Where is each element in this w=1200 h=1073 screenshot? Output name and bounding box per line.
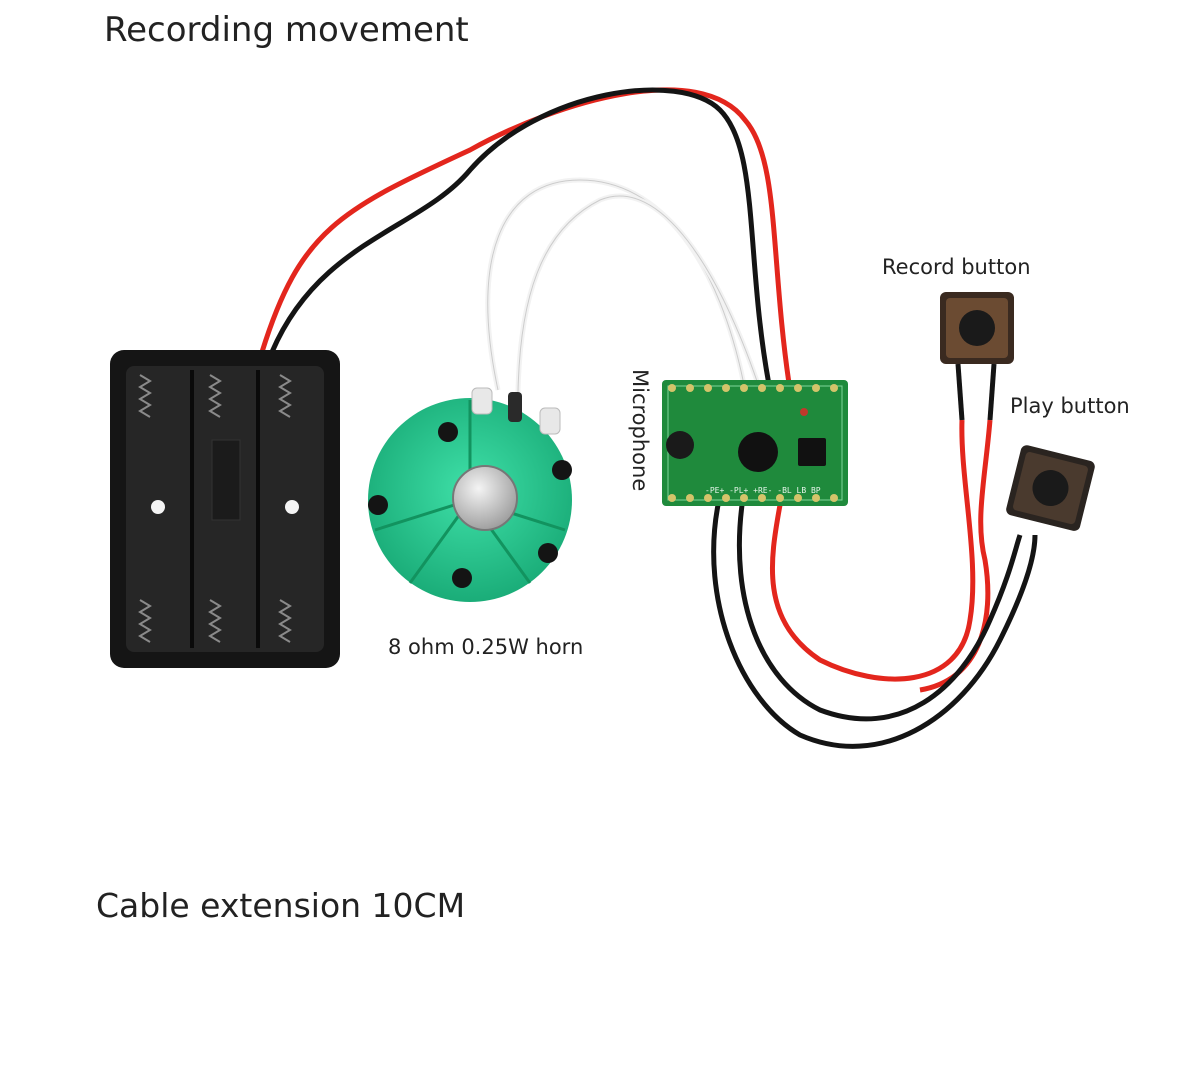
record-button-component [940, 292, 1014, 421]
title-cable-extension: Cable extension 10CM [96, 886, 466, 925]
battery-holder [110, 350, 340, 668]
chip-blob [738, 432, 778, 472]
speaker-horn [368, 387, 572, 602]
title-recording-movement: Recording movement [104, 10, 469, 50]
label-horn: 8 ohm 0.25W horn [388, 635, 584, 659]
speaker-wires [485, 177, 763, 393]
battery-wires [259, 87, 793, 391]
pcb-silkscreen: -PE+ -PL+ +RE- -BL LB BP [705, 486, 821, 495]
play-button-component [1006, 445, 1095, 531]
pcb-board: -PE+ -PL+ +RE- -BL LB BP [662, 380, 848, 506]
label-microphone: Microphone [628, 369, 652, 492]
label-play-button: Play button [1010, 394, 1130, 418]
microphone-component [666, 431, 694, 459]
button-wires [711, 419, 1038, 749]
label-record-button: Record button [882, 255, 1031, 279]
